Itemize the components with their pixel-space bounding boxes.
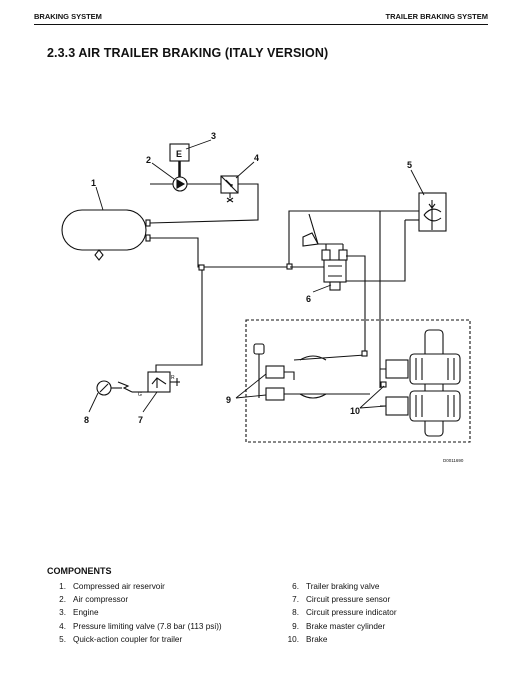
header-section-right: TRAILER BRAKING SYSTEM [385, 12, 488, 21]
quick-action-coupler [346, 192, 447, 282]
callout-8: 8 [84, 415, 89, 425]
component-item: 9.Brake master cylinder [292, 621, 386, 631]
sensor-label-g: G [138, 392, 142, 398]
callout-3: 3 [211, 131, 216, 141]
brakes [361, 329, 461, 437]
callout-6: 6 [306, 294, 311, 304]
callout-1: 1 [91, 178, 96, 188]
component-item: 8.Circuit pressure indicator [292, 608, 397, 618]
callout-4: 4 [254, 153, 259, 163]
component-item: 7.Circuit pressure sensor [292, 595, 391, 605]
air-compressor [150, 176, 188, 192]
component-item: 6.Trailer braking valve [292, 582, 380, 591]
page-title: 2.3.3 AIR TRAILER BRAKING (ITALY VERSION… [47, 46, 329, 60]
component-item: 3.Engine [59, 608, 99, 618]
component-item: 5.Quick-action coupler for trailer [59, 634, 183, 644]
page-header: BRAKING SYSTEM TRAILER BRAKING SYSTEM [34, 10, 488, 25]
callout-10: 10 [350, 406, 360, 416]
compressed-air-reservoir [61, 209, 151, 261]
circuit-pressure-sensor [117, 371, 180, 393]
engine [169, 143, 190, 177]
callout-9: 9 [226, 395, 231, 405]
callout-2: 2 [146, 155, 151, 165]
engine-letter: E [176, 149, 182, 159]
components-list-right: 6.Trailer braking valve 7.Circuit pressu… [283, 580, 397, 646]
components-heading: COMPONENTS [47, 566, 112, 576]
component-item: 2.Air compressor [59, 595, 129, 605]
pressure-limiting-valve [149, 175, 259, 224]
callout-5: 5 [407, 160, 412, 170]
diagram-code: D0011690 [443, 458, 464, 463]
component-item: 4.Pressure limiting valve (7.8 bar (113 … [59, 621, 222, 631]
header-section-left: BRAKING SYSTEM [34, 12, 102, 21]
brake-master-cylinders [253, 343, 370, 401]
components-list-left: 1.Compressed air reservoir 2.Air compres… [50, 580, 222, 646]
callout-7: 7 [138, 415, 143, 425]
sensor-label-r: R [171, 375, 175, 381]
trailer-braking-valve [302, 211, 381, 388]
component-item: 10.Brake [287, 634, 328, 644]
component-item: 1.Compressed air reservoir [59, 582, 165, 591]
circuit-pressure-indicator [96, 380, 122, 396]
